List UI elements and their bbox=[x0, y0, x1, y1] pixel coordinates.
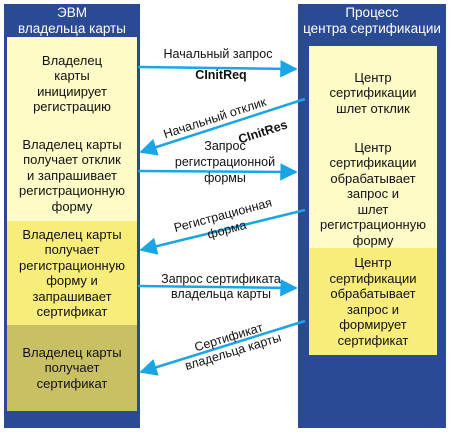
ca-step-issue-certificate: Центр сертификации обрабатывает запрос и… bbox=[309, 248, 437, 355]
arrow-registration-form bbox=[139, 208, 306, 255]
cardholder-step-receive-certificate: Владелец карты получает сертификат bbox=[7, 325, 137, 411]
cardholder-step-request-certificate: Владелец карты получает регистрационную … bbox=[7, 221, 137, 325]
label-certificate-request: Запрос сертификата владельца карты bbox=[161, 272, 281, 301]
label-initial-request-code: CInitReq bbox=[195, 68, 247, 82]
arrow-initial-request bbox=[137, 60, 298, 78]
arrow-certificate-request bbox=[137, 279, 298, 297]
cardholder-panel-header: ЭВМ владельца карты bbox=[18, 5, 126, 36]
ca-step-send-form: Центр сертификации обрабатывает запрос и… bbox=[309, 140, 437, 248]
label-form-request: Запрос регистрационной формы bbox=[174, 139, 276, 185]
cardholder-step-request-form: Владелец карты получает отклик и запраши… bbox=[7, 130, 137, 221]
arrow-certificate bbox=[139, 319, 306, 376]
arrow-form-request bbox=[137, 163, 298, 181]
ca-step-send-response: Центр сертификации шлет отклик bbox=[309, 46, 437, 140]
ca-panel-header: Процесс центра сертификации bbox=[303, 5, 441, 36]
arrow-initial-response bbox=[139, 97, 306, 156]
cardholder-step-initiate: Владелец карты инициирует регистрацию bbox=[7, 37, 137, 130]
label-initial-request: Начальный запрос bbox=[163, 47, 273, 61]
